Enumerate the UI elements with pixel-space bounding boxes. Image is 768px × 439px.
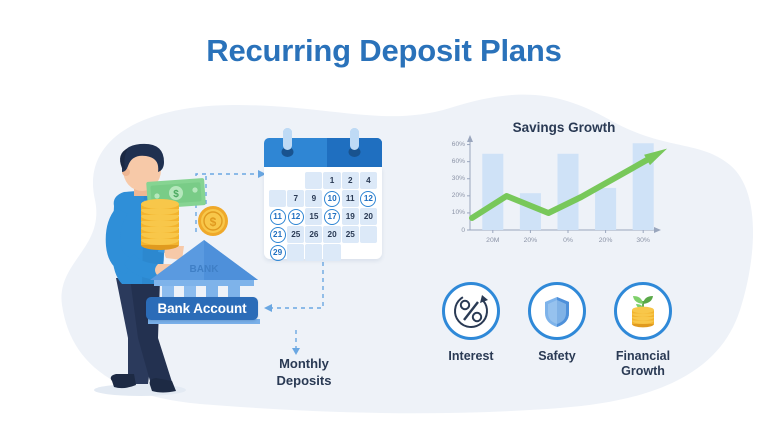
- shield-icon: [528, 282, 586, 340]
- calendar-cell[interactable]: 20: [323, 226, 341, 243]
- calendar-cell[interactable]: 10: [323, 190, 341, 207]
- growth-trend-arrow: [469, 153, 657, 221]
- calendar-cell[interactable]: 7: [287, 190, 305, 207]
- chart-plot: [467, 135, 668, 233]
- calendar-cell[interactable]: 12: [287, 208, 304, 225]
- chart-y-tick-label: 20%: [451, 192, 465, 200]
- calendar-cell[interactable]: 26: [305, 226, 323, 243]
- calendar-cell[interactable]: [287, 244, 305, 261]
- feature-list: Interest Safety: [432, 282, 682, 392]
- chart-bar: [557, 153, 579, 230]
- calendar-cell-highlight: [360, 190, 377, 207]
- calendar-cell[interactable]: [305, 172, 323, 189]
- calendar-cell[interactable]: [323, 244, 341, 261]
- chart-x-tick-label: 20%: [523, 237, 538, 244]
- calendar-cell[interactable]: [287, 172, 304, 189]
- chart-y-tick-label: 30%: [451, 175, 465, 183]
- calendar-cell[interactable]: 1: [323, 172, 341, 189]
- calendar-cell[interactable]: 11: [341, 190, 359, 207]
- feature-label: Safety: [538, 349, 576, 363]
- savings-growth-chart: Savings Growth 60% 60% 30% 20% 10% 0 20M 20% 0%…: [440, 116, 670, 268]
- chart-y-tick-label: 10%: [451, 209, 465, 217]
- monthly-deposits-caption: Monthly Deposits: [244, 355, 364, 389]
- calendar-ring-holes: [281, 128, 361, 157]
- calendar-cell-highlight: [269, 226, 286, 243]
- calendar-cell-highlight: [324, 190, 341, 207]
- gold-coin-icon: $: [198, 206, 228, 236]
- chart-x-tick-label: 20M: [486, 237, 500, 244]
- calendar-cell[interactable]: 29: [269, 244, 286, 261]
- chart-y-tick-label: 60%: [451, 141, 465, 149]
- calendar-cell[interactable]: [342, 244, 359, 261]
- calendar-cell-highlight: [269, 208, 286, 225]
- calendar-cell[interactable]: 2: [341, 172, 359, 189]
- coin-stack-icon: [141, 199, 179, 250]
- calendar-cell[interactable]: 17: [323, 208, 341, 225]
- calendar-cell-highlight: [269, 244, 286, 261]
- calendar-cell[interactable]: [269, 190, 287, 207]
- percent-circle-icon: [442, 282, 500, 340]
- calendar-cell[interactable]: [305, 244, 323, 261]
- chart-x-tick-label: 0%: [563, 237, 573, 244]
- calendar-cell[interactable]: 11: [269, 208, 286, 225]
- calendar-cell[interactable]: [360, 244, 377, 261]
- feature-label: Financial Growth: [608, 349, 678, 379]
- chart-y-tick-label: 60%: [451, 158, 465, 166]
- svg-text:$: $: [173, 189, 179, 200]
- chart-title: Savings Growth: [512, 120, 616, 135]
- chart-bar: [482, 153, 504, 230]
- svg-text:$: $: [210, 215, 217, 229]
- growth-arrowhead: [644, 148, 668, 166]
- calendar-cell[interactable]: 12: [360, 190, 377, 207]
- monthly-deposits-line1: Monthly: [279, 356, 329, 371]
- feature-label-line2: Growth: [621, 364, 665, 378]
- feature-safety[interactable]: Safety: [522, 282, 592, 364]
- feature-label-line1: Financial: [615, 349, 671, 363]
- calendar-cell[interactable]: 25: [287, 226, 305, 243]
- monthly-deposits-line2: Deposits: [276, 373, 332, 388]
- calendar-cell[interactable]: 4: [359, 172, 377, 189]
- calendar-cell[interactable]: [269, 172, 286, 189]
- plant-coins-icon: [614, 282, 672, 340]
- calendar-cell[interactable]: 19: [341, 208, 359, 225]
- chart-x-tick-label: 30%: [636, 237, 650, 244]
- chart-bar: [595, 187, 617, 230]
- bank-roof-label: BANK: [190, 264, 220, 275]
- calendar-cell[interactable]: 15: [305, 208, 323, 225]
- calendar-cell[interactable]: 21: [269, 226, 286, 243]
- calendar-cell[interactable]: 25: [341, 226, 359, 243]
- page-title: Recurring Deposit Plans: [206, 33, 562, 68]
- calendar-cell[interactable]: [359, 226, 377, 243]
- calendar-cell-highlight: [324, 208, 341, 225]
- feature-label: Interest: [448, 349, 494, 363]
- feature-financial-growth[interactable]: Financial Growth: [608, 282, 678, 379]
- calendar-cell[interactable]: 9: [305, 190, 323, 207]
- feature-interest[interactable]: Interest: [436, 282, 506, 364]
- calendar-cell-highlight: [287, 208, 304, 225]
- calendar-cell[interactable]: 20: [359, 208, 377, 225]
- bank-account-badge[interactable]: Bank Account: [146, 297, 258, 320]
- chart-y-tick-label: 0: [461, 226, 465, 234]
- chart-x-tick-label: 20%: [598, 237, 613, 244]
